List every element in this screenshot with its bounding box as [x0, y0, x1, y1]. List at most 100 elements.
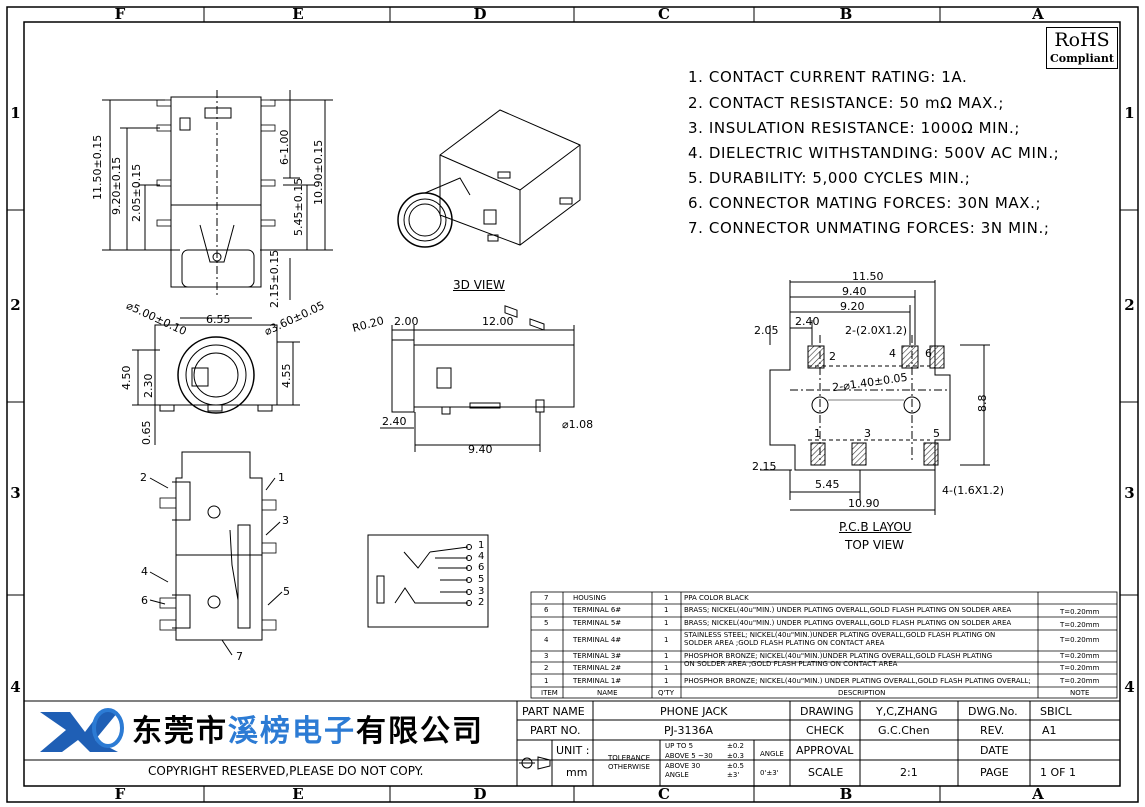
zone-bottom-f: F — [114, 785, 126, 803]
zone-top-c: C — [658, 5, 670, 23]
pcb-pin-4: 4 — [889, 347, 896, 360]
unit-value: mm — [566, 766, 588, 779]
dim-pcb-2-15: 2.15 — [752, 460, 777, 473]
bom-note: T=0.20mm — [1060, 636, 1100, 644]
zone-bottom-b: B — [839, 785, 853, 803]
zone-bottom-d: D — [473, 785, 487, 803]
scale-label: SCALE — [808, 766, 844, 779]
bom-note: T=0.20mm — [1060, 608, 1100, 616]
bom-name: TERMINAL 1# — [573, 677, 622, 685]
bom-qty: 1 — [664, 652, 669, 660]
dim-pcb-2-40: 2.40 — [795, 315, 820, 328]
front-view — [102, 90, 333, 300]
bom-header-item: ITEM — [541, 689, 558, 697]
tol-line-1: UP TO 5 — [665, 742, 694, 750]
bom-desc: BRASS; NICKEL(40u"MIN.) UNDER PLATING OV… — [684, 619, 1012, 627]
view-label-3d: 3D VIEW — [453, 278, 505, 292]
dim-right-dia-1-08: ⌀1.08 — [562, 418, 594, 431]
bom-item: 2 — [544, 664, 549, 672]
bom-item: 6 — [544, 606, 549, 614]
bom-header-description: DESCRIPTION — [838, 689, 886, 697]
schem-pin-5: 5 — [478, 574, 485, 585]
schem-pin-2: 2 — [478, 597, 485, 608]
pcb-pin-6: 6 — [925, 347, 932, 360]
spec-line-6: 6. CONNECTOR MATING FORCES: 30N MAX.; — [688, 194, 1042, 212]
schem-pin-1: 1 — [478, 540, 485, 551]
tol-val-2: ±0.3 — [727, 752, 744, 760]
dim-right-2-00: 2.00 — [394, 315, 419, 328]
tol-line-4: ANGLE — [665, 771, 689, 779]
dim-pcb-pad-2x1-2: 2-(2.0X1.2) — [845, 324, 908, 337]
bom-desc: BRASS; NICKEL(40u"MIN.) UNDER PLATING OV… — [684, 606, 1012, 614]
bom-qty: 1 — [664, 619, 669, 627]
bottom-view — [149, 451, 283, 656]
zone-top-b: B — [839, 5, 853, 23]
tol-line-3: ABOVE 30 — [665, 762, 701, 770]
zone-left-2: 2 — [10, 296, 21, 314]
part-name-label: PART NAME — [522, 705, 585, 718]
zone-bottom-a: A — [1032, 785, 1044, 803]
date-label: DATE — [980, 744, 1009, 757]
bom-name: TERMINAL 6# — [573, 606, 622, 614]
angle-label: ANGLE — [760, 750, 784, 758]
spec-line-4: 4. DIELECTRIC WITHSTANDING: 500V AC MIN.… — [688, 144, 1060, 162]
company-name-part-2: 溪榜电子 — [228, 714, 356, 749]
dim-pcb-9-40: 9.40 — [842, 285, 867, 298]
company-name: 东莞市溪榜电子有限公司 — [132, 706, 484, 750]
schem-pin-6: 6 — [478, 562, 485, 573]
spec-line-3: 3. INSULATION RESISTANCE: 1000Ω MIN.; — [688, 119, 1021, 137]
pin-label-4: 4 — [141, 565, 148, 578]
zone-right-1: 1 — [1124, 104, 1135, 122]
zone-right-2: 2 — [1124, 296, 1135, 314]
rohs-badge: RoHS Compliant — [1046, 27, 1118, 69]
bom-item: 5 — [544, 619, 549, 627]
right-view — [380, 325, 575, 452]
bom-header-name: NAME — [597, 689, 618, 697]
pin-label-5: 5 — [283, 585, 290, 598]
pin-label-1: 1 — [278, 471, 285, 484]
part-name-value: PHONE JACK — [660, 705, 728, 718]
company-name-part-1: 东莞市 — [132, 714, 228, 749]
scale-value: 2:1 — [900, 766, 918, 779]
schematic-view — [367, 534, 489, 628]
tolerance-label: TOLERANCE — [608, 754, 651, 762]
bom-qty: 1 — [664, 677, 669, 685]
bom-note: T=0.20mm — [1060, 664, 1100, 672]
zone-top-d: D — [473, 5, 487, 23]
bom-item: 4 — [544, 636, 549, 644]
approval-label: APPROVAL — [796, 744, 854, 757]
spec-line-2: 2. CONTACT RESISTANCE: 50 mΩ MAX.; — [688, 94, 1004, 112]
bom-name: HOUSING — [573, 594, 607, 602]
zone-left-4: 4 — [10, 678, 21, 696]
zone-left-1: 1 — [10, 104, 21, 122]
dim-right-9-40: 9.40 — [468, 443, 493, 456]
rev-value: A1 — [1042, 724, 1057, 737]
otherwise-label: OTHERWISE — [608, 763, 650, 771]
dim-pcb-pad-1-6x1-2: 4-(1.6X1.2) — [942, 484, 1005, 497]
pin-label-6: 6 — [141, 594, 148, 607]
zone-bottom-c: C — [658, 785, 670, 803]
pcb-pin-3: 3 — [864, 427, 871, 440]
bom-note: T=0.20mm — [1060, 677, 1100, 685]
dim-pcb-11-50: 11.50 — [852, 270, 884, 283]
bom-header-note: NOTE — [1070, 689, 1090, 697]
bom-desc: ON SOLDER AREA ;GOLD FLASH PLATING ON CO… — [684, 660, 898, 668]
view-label-pcb: P.C.B LAYOU — [839, 520, 912, 534]
copyright-notice: COPYRIGHT RESERVED,PLEASE DO NOT COPY. — [148, 764, 424, 778]
bom-desc: PHOSPHOR BRONZE; NICKEL(40u"MIN.)UNDER P… — [684, 652, 993, 660]
bom-note: T=0.20mm — [1060, 652, 1100, 660]
bom-name: TERMINAL 5# — [573, 619, 622, 627]
dim-side-6-55: 6.55 — [206, 313, 231, 326]
drawing-value: Y,C,ZHANG — [876, 705, 938, 718]
check-label: CHECK — [806, 724, 844, 737]
dim-right-2-40: 2.40 — [382, 415, 407, 428]
rev-label: REV. — [980, 724, 1005, 737]
bom-item: 7 — [544, 594, 549, 602]
dim-pcb-10-90: 10.90 — [848, 497, 880, 510]
projection-symbol — [519, 756, 551, 770]
zone-top-a: A — [1032, 5, 1044, 23]
bom-name: TERMINAL 2# — [573, 664, 622, 672]
